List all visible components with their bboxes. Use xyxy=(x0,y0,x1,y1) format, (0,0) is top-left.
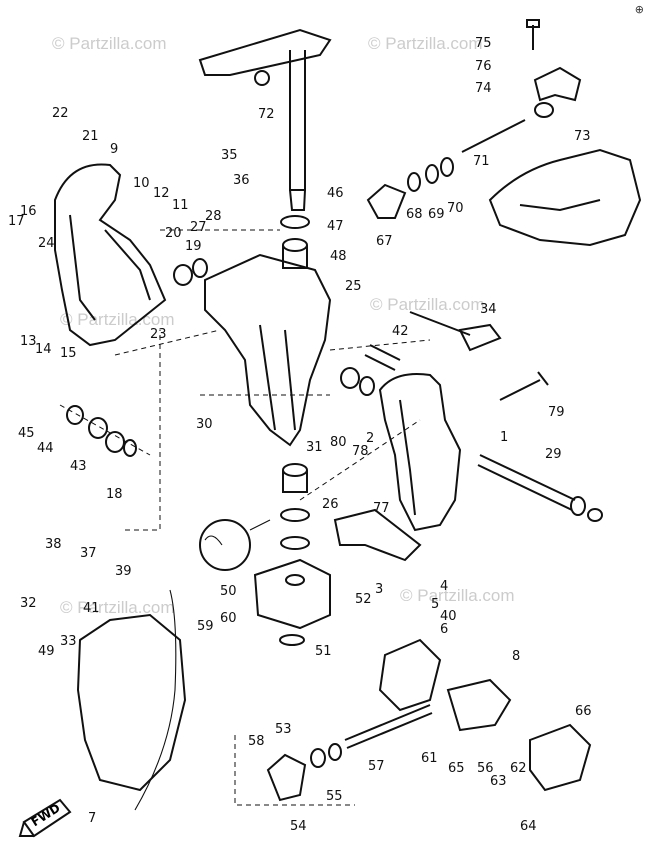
callout-41: 41 xyxy=(83,601,100,616)
callout-36: 36 xyxy=(233,173,250,188)
callout-69: 69 xyxy=(428,207,445,222)
callout-15: 15 xyxy=(60,346,77,361)
watermark: © Partzilla.com xyxy=(370,295,485,314)
callout-3: 3 xyxy=(375,582,383,597)
callout-9: 9 xyxy=(110,142,118,157)
callout-25: 25 xyxy=(345,279,362,294)
callout-57: 57 xyxy=(368,759,385,774)
callout-65: 65 xyxy=(448,761,465,776)
callout-4: 4 xyxy=(440,579,448,594)
callout-6: 6 xyxy=(440,622,448,637)
callout-47: 47 xyxy=(327,219,344,234)
watermark: © Partzilla.com xyxy=(52,34,167,53)
callout-22: 22 xyxy=(52,106,69,121)
callout-48: 48 xyxy=(330,249,347,264)
callout-8: 8 xyxy=(512,649,520,664)
callout-28: 28 xyxy=(205,209,222,224)
callout-13: 13 xyxy=(20,334,37,349)
callout-33: 33 xyxy=(60,634,77,649)
callout-31: 31 xyxy=(306,440,323,455)
callout-20: 20 xyxy=(165,226,182,241)
callout-74: 74 xyxy=(475,81,492,96)
callout-71: 71 xyxy=(473,154,490,169)
corner-mark: ⊕ xyxy=(634,3,644,16)
callout-44: 44 xyxy=(37,441,54,456)
watermark: © Partzilla.com xyxy=(400,586,515,605)
callout-11: 11 xyxy=(172,198,189,213)
callout-32: 32 xyxy=(20,596,37,611)
callout-45: 45 xyxy=(18,426,35,441)
callout-49: 49 xyxy=(38,644,55,659)
callout-39: 39 xyxy=(115,564,132,579)
callout-38: 38 xyxy=(45,537,62,552)
callout-52: 52 xyxy=(355,592,372,607)
callout-18: 18 xyxy=(106,487,123,502)
callout-62: 62 xyxy=(510,761,527,776)
callout-77: 77 xyxy=(373,501,390,516)
callout-72: 72 xyxy=(258,107,275,122)
callout-64: 64 xyxy=(520,819,537,834)
callout-42: 42 xyxy=(392,324,409,339)
callout-37: 37 xyxy=(80,546,97,561)
callout-70: 70 xyxy=(447,201,464,216)
callout-66: 66 xyxy=(575,704,592,719)
callout-5: 5 xyxy=(431,597,439,612)
callout-12: 12 xyxy=(153,186,170,201)
callout-23: 23 xyxy=(150,327,167,342)
callout-27: 27 xyxy=(190,220,207,235)
callout-1: 1 xyxy=(500,430,508,445)
callout-56: 56 xyxy=(477,761,494,776)
watermark: © Partzilla.com xyxy=(368,34,483,53)
diagram-linework xyxy=(18,19,642,838)
callout-26: 26 xyxy=(322,497,339,512)
callout-73: 73 xyxy=(574,129,591,144)
callout-40: 40 xyxy=(440,609,457,624)
callout-21: 21 xyxy=(82,129,99,144)
callout-43: 43 xyxy=(70,459,87,474)
callout-10: 10 xyxy=(133,176,150,191)
callout-76: 76 xyxy=(475,59,492,74)
callout-60: 60 xyxy=(220,611,237,626)
watermark: © Partzilla.com xyxy=(60,598,175,617)
callout-46: 46 xyxy=(327,186,344,201)
callout-50: 50 xyxy=(220,584,237,599)
callout-58: 58 xyxy=(248,734,265,749)
callout-30: 30 xyxy=(196,417,213,432)
callout-78: 78 xyxy=(352,444,369,459)
callout-17: 17 xyxy=(8,214,25,229)
callout-54: 54 xyxy=(290,819,307,834)
callout-51: 51 xyxy=(315,644,332,659)
callout-34: 34 xyxy=(480,302,497,317)
callout-80: 80 xyxy=(330,435,347,450)
callout-67: 67 xyxy=(376,234,393,249)
callout-16: 16 xyxy=(20,204,37,219)
callout-75: 75 xyxy=(475,36,492,51)
callout-19: 19 xyxy=(185,239,202,254)
callout-29: 29 xyxy=(545,447,562,462)
callout-14: 14 xyxy=(35,342,52,357)
callout-61: 61 xyxy=(421,751,438,766)
callout-2: 2 xyxy=(366,431,374,446)
callout-7: 7 xyxy=(88,811,96,826)
callout-24: 24 xyxy=(38,236,55,251)
callout-55: 55 xyxy=(326,789,343,804)
callout-59: 59 xyxy=(197,619,214,634)
callout-35: 35 xyxy=(221,148,238,163)
callout-53: 53 xyxy=(275,722,292,737)
callout-63: 63 xyxy=(490,774,507,789)
callout-79: 79 xyxy=(548,405,565,420)
callout-68: 68 xyxy=(406,207,423,222)
